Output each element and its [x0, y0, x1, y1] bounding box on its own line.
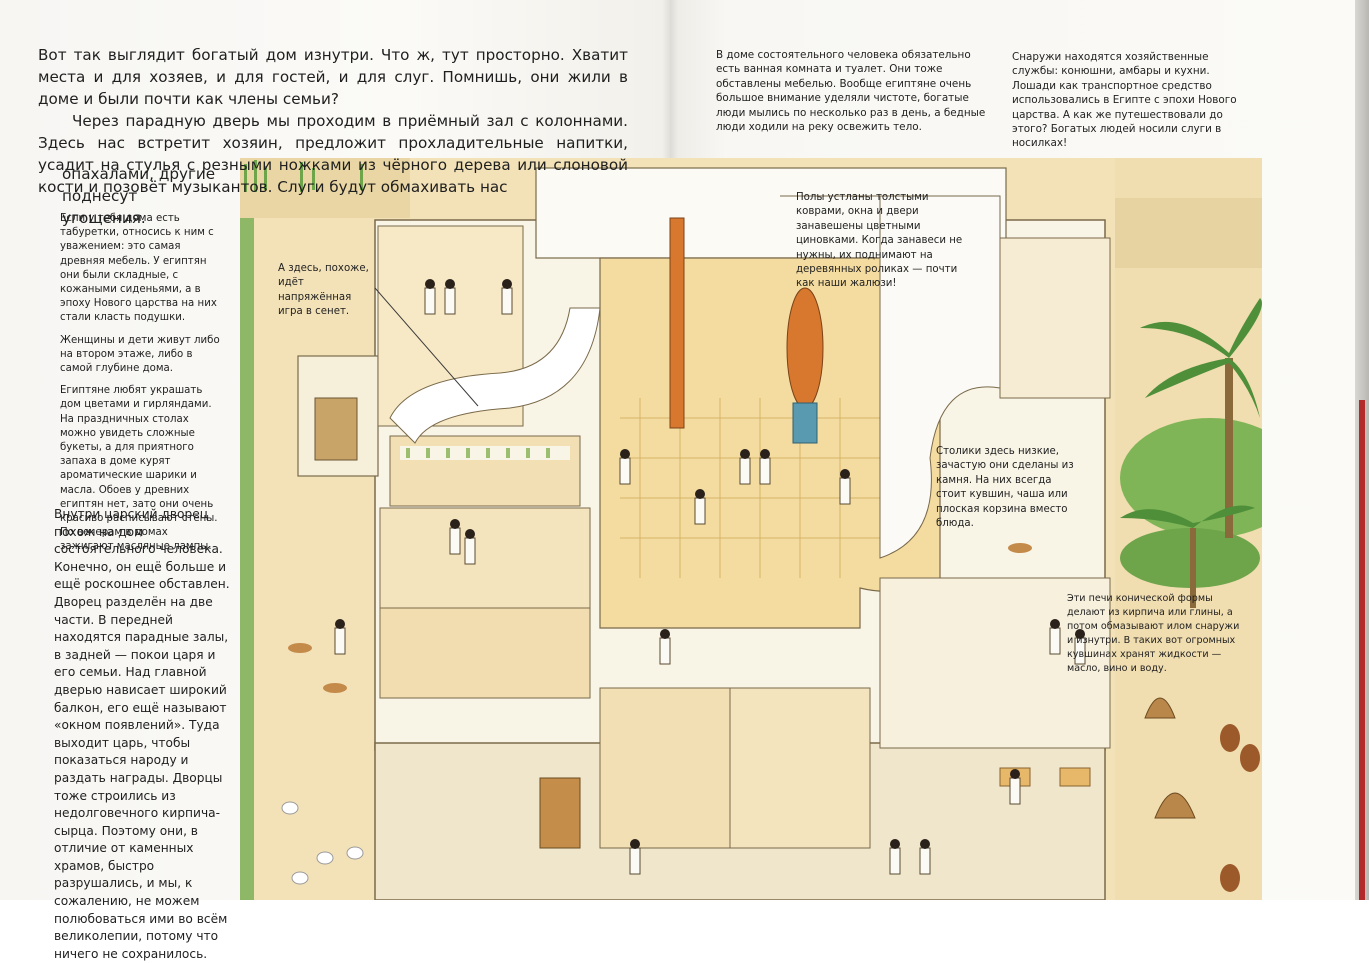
front-door — [539, 777, 581, 849]
conical-oven-1 — [1144, 697, 1176, 719]
conical-oven-2 — [1154, 792, 1196, 819]
callout-tables: Столики здесь низкие, зачастую они сдела… — [936, 446, 1074, 530]
note-bathroom: В доме состоятельного человека обязатель… — [716, 49, 986, 134]
staircase-curve — [389, 307, 601, 444]
storeroom-right — [729, 687, 871, 849]
callout-senet: А здесь, похоже, идёт напряжённая игра в… — [278, 263, 369, 318]
note-outbuildings: Снаружи находятся хозяйственные службы: … — [1012, 51, 1237, 150]
house-cross-section-illustration — [240, 158, 1262, 900]
intro-text: Вот так выглядит богатый дом изнутри. Чт… — [38, 44, 628, 198]
lower-left-room — [379, 507, 591, 609]
people-figures — [334, 279, 1086, 875]
book-cover-stripe — [1359, 400, 1365, 900]
note-women-children: Женщины и дети живут либо на втором этаж… — [60, 334, 220, 375]
column-capital — [792, 402, 818, 444]
bedroom-room — [379, 607, 591, 699]
intro-paragraph-2: Через парадную дверь мы проходим в приём… — [38, 112, 628, 196]
hall-column-left — [669, 217, 685, 429]
palm-trees — [1120, 298, 1262, 608]
pond-area — [240, 158, 410, 218]
callout-panel — [780, 195, 1001, 559]
intro-paragraph-2-end: опахалами, другие поднесут угощения. — [62, 165, 216, 227]
storage-jars — [1220, 724, 1260, 892]
callout-floors: Полы устланы толстыми коврами, окна и дв… — [796, 192, 963, 290]
note-stools: Если у тебя дома есть табуретки, относис… — [60, 213, 217, 324]
house-illustration-svg — [240, 158, 1262, 900]
hall-column-center — [786, 287, 824, 409]
bathroom — [999, 237, 1111, 399]
geese — [281, 801, 364, 885]
stable-yard — [1115, 198, 1262, 268]
note-royal-palace: Внутри царский дворец похож на дом состо… — [54, 507, 230, 961]
wall-frieze-plants — [400, 446, 570, 460]
senet-callout-line — [374, 287, 479, 407]
note-decoration: Египтяне любят украшать дом цветами и ги… — [60, 385, 218, 553]
right-inner-court — [879, 577, 1111, 749]
left-sidebar-notes: Если у тебя дома есть табуретки, относис… — [60, 212, 220, 563]
callout-ovens: Эти печи конической формы делают из кирп… — [1067, 593, 1240, 674]
left-garden-strip — [240, 218, 254, 900]
intro-paragraph-1: Вот так выглядит богатый дом изнутри. Чт… — [38, 46, 628, 108]
storeroom-left — [599, 687, 731, 849]
annex-doorway — [314, 397, 358, 461]
reeds — [244, 160, 363, 192]
hall-floor-tiles — [620, 398, 900, 578]
dogs — [288, 543, 1032, 693]
